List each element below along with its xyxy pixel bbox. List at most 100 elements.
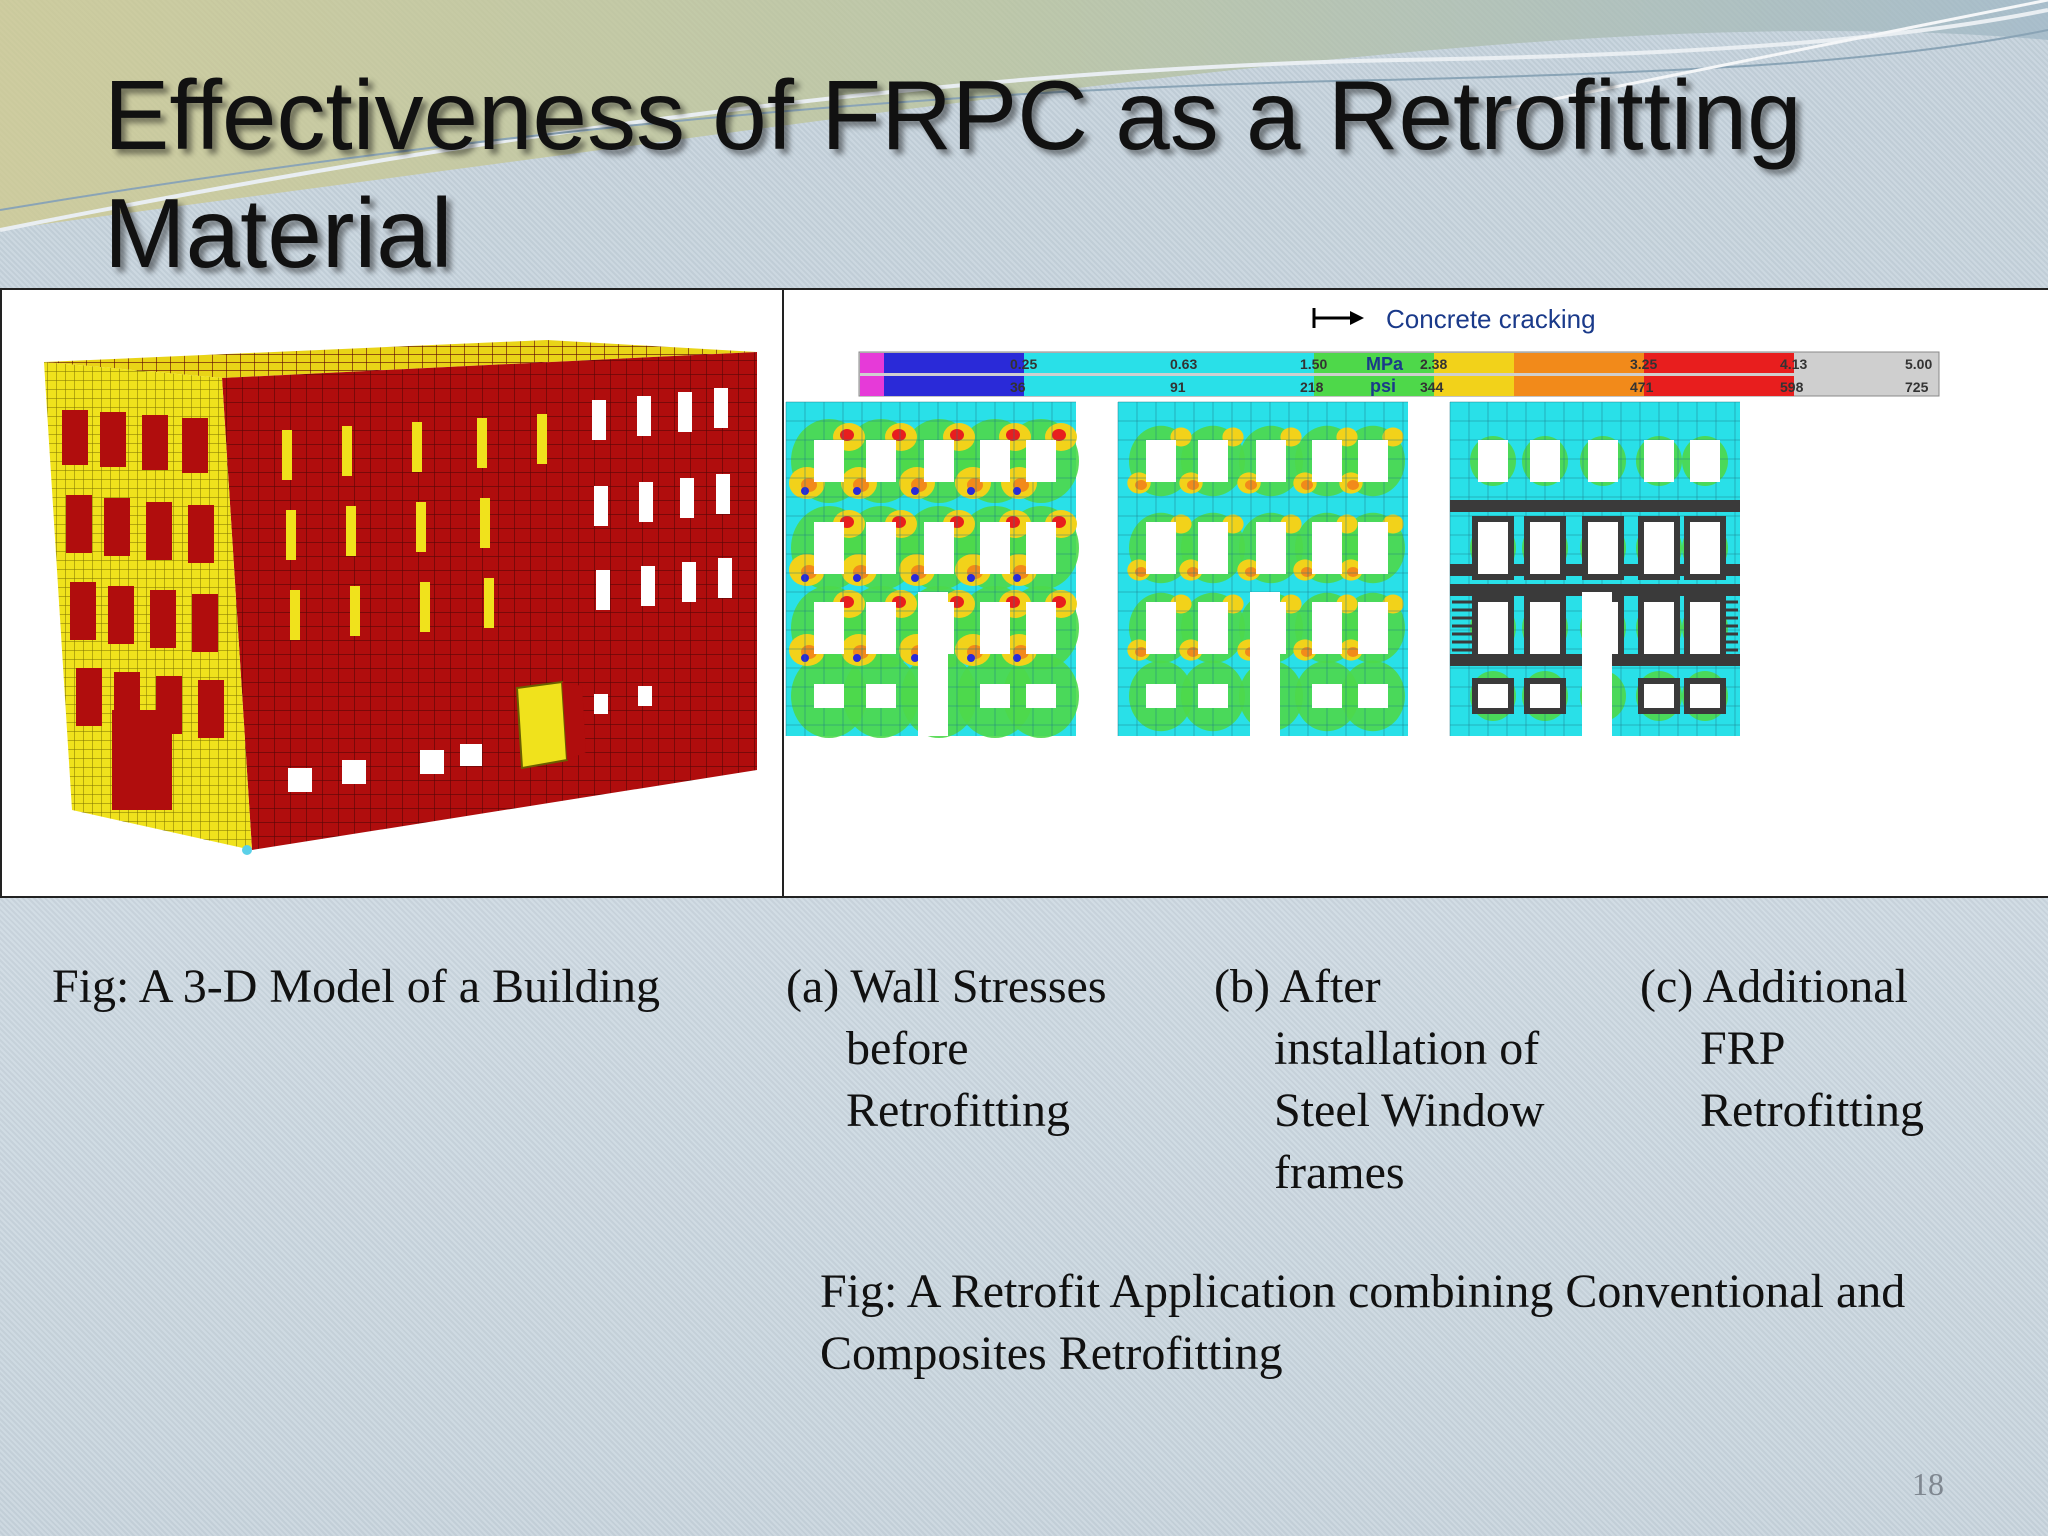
roof-surface bbox=[44, 340, 757, 378]
window-opening bbox=[980, 684, 1010, 708]
caption-c-line-1: FRP bbox=[1700, 1022, 1786, 1075]
stress-zone-orange bbox=[1135, 647, 1147, 657]
stress-zone-orange bbox=[1301, 567, 1313, 577]
psi-tick-label: 36 bbox=[1010, 379, 1026, 395]
caption-retrofit-line-1: Fig: A Retrofit Application combining Co… bbox=[820, 1265, 1906, 1318]
window-opening bbox=[1588, 522, 1618, 574]
caption-a-label: (a) Wall Stresses bbox=[786, 960, 1107, 1013]
building-3d-model-drawing bbox=[44, 340, 757, 855]
window-opening bbox=[1478, 684, 1508, 708]
window-opening bbox=[1358, 522, 1388, 574]
figure-panel: Concrete cracking bbox=[0, 288, 2048, 898]
window-opening bbox=[1358, 684, 1388, 708]
mpa-tick-label: 4.13 bbox=[1780, 356, 1807, 372]
window-opening bbox=[1198, 522, 1228, 574]
window-opening bbox=[1312, 602, 1342, 654]
caption-b-label: (b) After bbox=[1214, 960, 1381, 1013]
wall-a-stress-map bbox=[785, 401, 1079, 738]
stress-zone-blue bbox=[853, 487, 861, 495]
window-opening bbox=[814, 440, 844, 482]
window-opening bbox=[924, 440, 954, 482]
mpa-tick-label: 2.38 bbox=[1420, 356, 1447, 372]
window-opening bbox=[814, 602, 844, 654]
window-opening bbox=[866, 440, 896, 482]
stress-zone-orange bbox=[1187, 647, 1199, 657]
stress-zone-blue bbox=[967, 574, 975, 582]
mpa-tick-label: 1.50 bbox=[1300, 356, 1327, 372]
mpa-tick-label: 5.00 bbox=[1905, 356, 1932, 372]
scale-unit-mpa: MPa bbox=[1366, 354, 1404, 374]
window-opening bbox=[1530, 684, 1560, 708]
entrance-porch bbox=[515, 680, 586, 770]
stress-zone-orange bbox=[1301, 480, 1313, 490]
window-opening bbox=[1026, 602, 1056, 654]
caption-building-model: Fig: A 3-D Model of a Building bbox=[52, 960, 661, 1013]
window-opening bbox=[1312, 684, 1342, 708]
caption-a-line-1: before bbox=[846, 1022, 969, 1075]
caption-a-line-2: Retrofitting bbox=[846, 1084, 1070, 1137]
stress-zone-blue bbox=[853, 654, 861, 662]
wall-b-stress-map bbox=[1117, 401, 1408, 736]
window-opening bbox=[1588, 440, 1618, 482]
caption-retrofit-line-2: Composites Retrofitting bbox=[820, 1327, 1283, 1380]
stress-zone-red bbox=[1006, 429, 1020, 441]
wall-c-stress-map bbox=[1449, 401, 1740, 736]
window-opening bbox=[866, 602, 896, 654]
psi-tick-label: 344 bbox=[1420, 379, 1444, 395]
psi-tick-label: 471 bbox=[1630, 379, 1654, 395]
window-opening bbox=[1146, 602, 1176, 654]
slide-title: Effectiveness of FRPC as a Retrofitting … bbox=[104, 60, 1802, 288]
frp-strip bbox=[1450, 584, 1740, 596]
window-opening bbox=[1690, 684, 1720, 708]
window-opening bbox=[1358, 440, 1388, 482]
stress-zone-orange bbox=[1187, 567, 1199, 577]
stress-zone-orange bbox=[1347, 567, 1359, 577]
stress-zone-orange bbox=[1347, 647, 1359, 657]
window-opening bbox=[814, 684, 844, 708]
window-opening bbox=[1198, 602, 1228, 654]
window-opening bbox=[1312, 440, 1342, 482]
window-opening bbox=[924, 522, 954, 574]
stress-zone-orange bbox=[1187, 480, 1199, 490]
stress-zone-blue bbox=[853, 574, 861, 582]
door-opening bbox=[1582, 592, 1612, 736]
psi-tick-label: 598 bbox=[1780, 379, 1804, 395]
caption-c-label: (c) Additional bbox=[1640, 960, 1908, 1013]
window-opening bbox=[814, 522, 844, 574]
psi-tick-label: 218 bbox=[1300, 379, 1324, 395]
window-opening bbox=[1530, 522, 1560, 574]
stress-zone-blue bbox=[1013, 574, 1021, 582]
stress-zone-blue bbox=[967, 487, 975, 495]
psi-tick-label: 725 bbox=[1905, 379, 1929, 395]
caption-b: (b) After installation of Steel Window f… bbox=[1214, 956, 1574, 1204]
caption-b-line-2: Steel Window bbox=[1274, 1084, 1545, 1137]
caption-c: (c) Additional FRP Retrofitting bbox=[1640, 956, 2020, 1142]
stress-zone-red bbox=[892, 429, 906, 441]
window-opening bbox=[980, 522, 1010, 574]
window-opening bbox=[1690, 522, 1720, 574]
window-opening bbox=[1478, 522, 1508, 574]
psi-color-bar bbox=[860, 376, 1794, 396]
window-opening bbox=[1146, 522, 1176, 574]
stress-zone-blue bbox=[911, 574, 919, 582]
window-opening bbox=[1478, 440, 1508, 482]
window-opening bbox=[1026, 522, 1056, 574]
wall-stress-contour-image: Concrete cracking bbox=[784, 290, 2048, 896]
mpa-tick-label: 0.63 bbox=[1170, 356, 1197, 372]
stress-zone-blue bbox=[1013, 487, 1021, 495]
window-opening bbox=[1146, 684, 1176, 708]
caption-b-line-3: frames bbox=[1274, 1146, 1405, 1199]
stress-zone-blue bbox=[967, 654, 975, 662]
legend-title-group: Concrete cracking bbox=[1312, 304, 1596, 334]
page-number: 18 bbox=[1912, 1466, 1944, 1502]
window-opening bbox=[1530, 602, 1560, 654]
window-opening bbox=[1026, 684, 1056, 708]
window-opening bbox=[866, 684, 896, 708]
stress-contour-drawing: Concrete cracking bbox=[785, 304, 1940, 738]
window-opening bbox=[1256, 440, 1286, 482]
frp-strip bbox=[1450, 500, 1740, 512]
window-opening bbox=[1198, 440, 1228, 482]
window-opening bbox=[1312, 522, 1342, 574]
stress-zone-red bbox=[840, 429, 854, 441]
stress-zone-orange bbox=[1135, 567, 1147, 577]
